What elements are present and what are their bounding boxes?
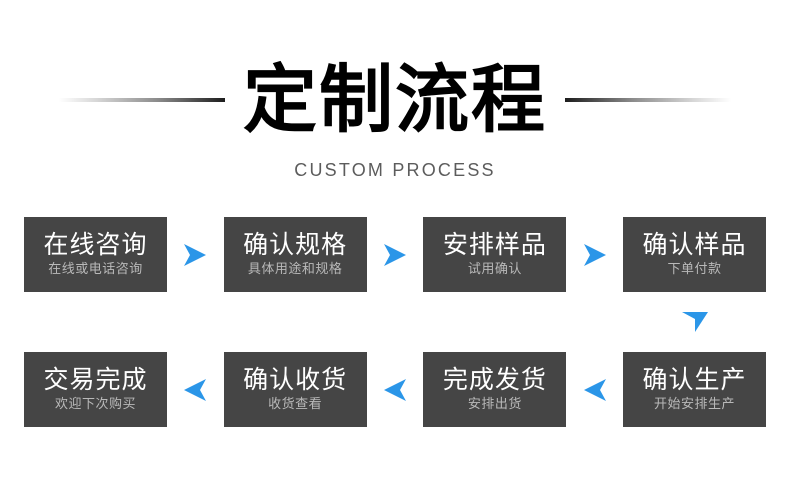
page-title: 定制流程: [243, 57, 547, 143]
step-title: 确认样品: [642, 230, 747, 260]
step-title: 交易完成: [43, 365, 148, 395]
process-row-1: 在线咨询 在线或电话咨询 确认规格 具体用途和规格 安排样品 试用确认: [24, 217, 767, 292]
step-title: 确认收货: [243, 365, 348, 395]
step-subtitle: 在线或电话咨询: [48, 262, 143, 278]
arrow-left-icon: [382, 378, 408, 402]
step-box-2[interactable]: 确认规格 具体用途和规格: [223, 217, 367, 292]
connector-7-8: [167, 352, 224, 427]
arrow-right-icon: [382, 243, 408, 267]
step-subtitle: 下单付款: [667, 262, 722, 278]
connector-6-7: [367, 352, 424, 427]
step-title: 安排样品: [442, 230, 547, 260]
step-title: 完成发货: [442, 365, 547, 395]
process-row-2: 交易完成 欢迎下次购买 确认收货 收货查看 完成发货 安排出货: [24, 352, 767, 427]
title-rule-right: [565, 98, 731, 102]
connector-2-3: [367, 217, 424, 292]
title-rule-left: [59, 98, 225, 102]
connector-4-5: [0, 297, 790, 347]
arrow-right-icon: [182, 243, 208, 267]
step-box-4[interactable]: 确认样品 下单付款: [623, 217, 767, 292]
step-title: 确认规格: [243, 230, 348, 260]
step-subtitle: 开始安排生产: [654, 397, 736, 413]
step-title: 在线咨询: [43, 230, 148, 260]
connector-1-2: [167, 217, 224, 292]
title-row: 定制流程: [0, 52, 790, 148]
step-subtitle: 具体用途和规格: [247, 262, 343, 278]
step-subtitle: 试用确认: [467, 262, 522, 278]
process-flow: 在线咨询 在线或电话咨询 确认规格 具体用途和规格 安排样品 试用确认: [0, 200, 790, 503]
step-subtitle: 收货查看: [268, 397, 323, 413]
step-box-1[interactable]: 在线咨询 在线或电话咨询: [24, 217, 167, 292]
step-box-7[interactable]: 确认收货 收货查看: [223, 352, 367, 427]
step-box-8[interactable]: 交易完成 欢迎下次购买: [24, 352, 167, 427]
step-title: 确认生产: [642, 365, 747, 395]
arrow-down-icon: [681, 311, 709, 333]
connector-3-4: [566, 217, 623, 292]
step-subtitle: 欢迎下次购买: [54, 397, 136, 413]
arrow-left-icon: [582, 378, 608, 402]
step-box-3[interactable]: 安排样品 试用确认: [423, 217, 567, 292]
connector-5-6: [566, 352, 623, 427]
step-box-5[interactable]: 确认生产 开始安排生产: [623, 352, 767, 427]
step-subtitle: 安排出货: [467, 397, 522, 413]
step-box-6[interactable]: 完成发货 安排出货: [423, 352, 567, 427]
page-subtitle: CUSTOM PROCESS: [294, 160, 496, 180]
arrow-left-icon: [182, 378, 208, 402]
page-header: 定制流程 CUSTOM PROCESS: [0, 0, 790, 200]
arrow-right-icon: [582, 243, 608, 267]
